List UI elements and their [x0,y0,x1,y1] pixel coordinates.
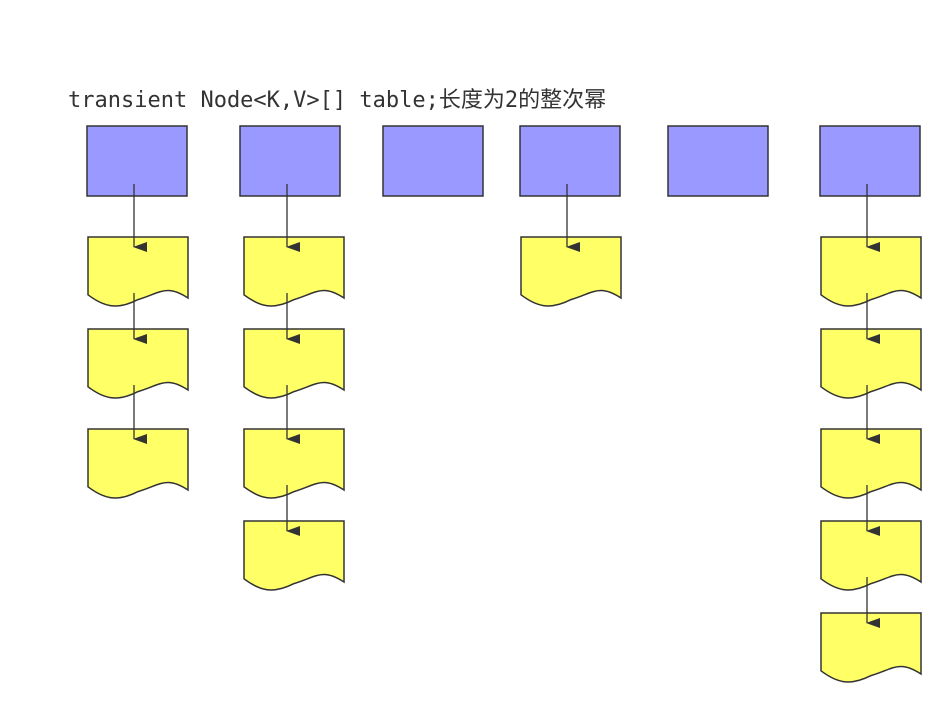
node-0-0 [87,236,189,307]
node-5-3 [820,520,922,591]
node-1-3 [243,520,345,591]
bucket-0 [86,125,188,197]
node-5-0 [820,236,922,307]
bucket-3 [519,125,621,197]
bucket-1 [239,125,341,197]
node-3-0 [520,236,622,307]
node-0-1 [87,328,189,399]
node-5-2 [820,428,922,499]
bucket-2 [382,125,484,197]
bucket-5 [819,125,921,197]
node-1-0 [243,236,345,307]
node-1-2 [243,428,345,499]
node-1-1 [243,328,345,399]
node-5-4 [820,612,922,683]
node-0-2 [87,428,189,499]
diagram-title: transient Node<K,V>[] table;长度为2的整次幂 [68,88,607,113]
bucket-4 [667,125,769,197]
node-5-1 [820,328,922,399]
